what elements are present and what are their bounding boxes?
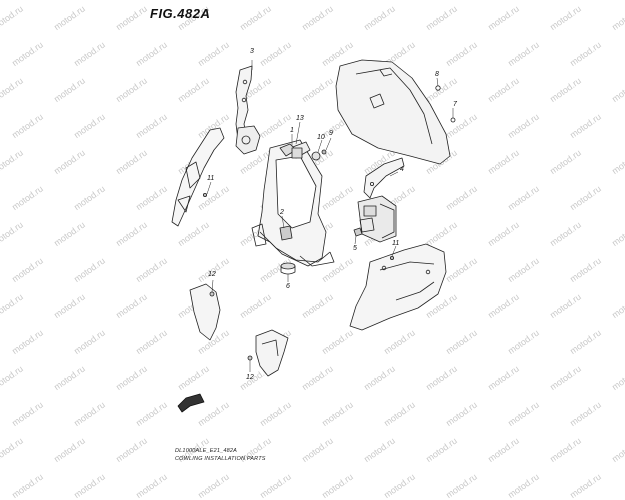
callout-12-upper: 12 (208, 271, 216, 278)
watermark-text: motod.ru (444, 471, 479, 500)
left-inner-panel (171, 127, 225, 227)
exploded-view-drawing (171, 59, 456, 413)
callout-9: 9 (329, 130, 333, 137)
callout-11-right: 11 (392, 240, 400, 247)
left-lower-panel (189, 283, 221, 341)
drawing-caption: COWLING INSTALLATION PARTS (175, 456, 266, 462)
callout-4: 4 (400, 166, 404, 173)
callout-11-left: 11 (207, 175, 215, 182)
drawing-code: DL1000ALE_E21_482A (175, 448, 238, 454)
callout-3: 3 (250, 48, 254, 55)
callout-10: 10 (317, 134, 325, 141)
leader-lines (206, 60, 454, 372)
center-lower-bracket (247, 329, 289, 377)
screw-markers (202, 192, 394, 260)
callout-8: 8 (435, 71, 439, 78)
bolt-part-5 (353, 227, 363, 237)
right-upper-cowling (335, 59, 456, 165)
callout-7: 7 (453, 101, 457, 108)
main-cowling-frame (251, 139, 335, 267)
callout-2: 2 (280, 209, 284, 216)
right-lower-cowling (349, 243, 447, 331)
callout-5: 5 (353, 245, 357, 252)
bracket-stay-part-3 (235, 65, 261, 155)
callout-6: 6 (286, 283, 290, 290)
instrument-unit (357, 195, 397, 243)
parts-diagram: motod.ru motod.ru motod.ru motod.ru motod.ru… (0, 4, 625, 500)
watermark-text: motod.ru (382, 471, 417, 500)
watermark-text: motod.ru (72, 471, 107, 500)
callout-12-lower: 12 (246, 374, 254, 381)
watermark-text: motod.ru (258, 471, 293, 500)
watermark-text: motod.ru (506, 471, 541, 500)
callout-1: 1 (290, 127, 294, 134)
watermark-text: motod.ru (320, 471, 355, 500)
cushion-part-6 (280, 262, 296, 275)
figure-title: FIG.482A (150, 6, 211, 21)
watermark-text: motod.ru (196, 471, 231, 500)
stay-part-4 (363, 157, 405, 199)
clamp-part-2 (279, 225, 293, 241)
fwd-arrow (177, 393, 205, 413)
watermark-text: motod.ru (134, 471, 169, 500)
watermark-text: motod.ru (10, 471, 45, 500)
watermark-text: motod.ru (568, 471, 603, 500)
callout-13: 13 (296, 115, 304, 122)
fastener-parts (279, 143, 327, 161)
